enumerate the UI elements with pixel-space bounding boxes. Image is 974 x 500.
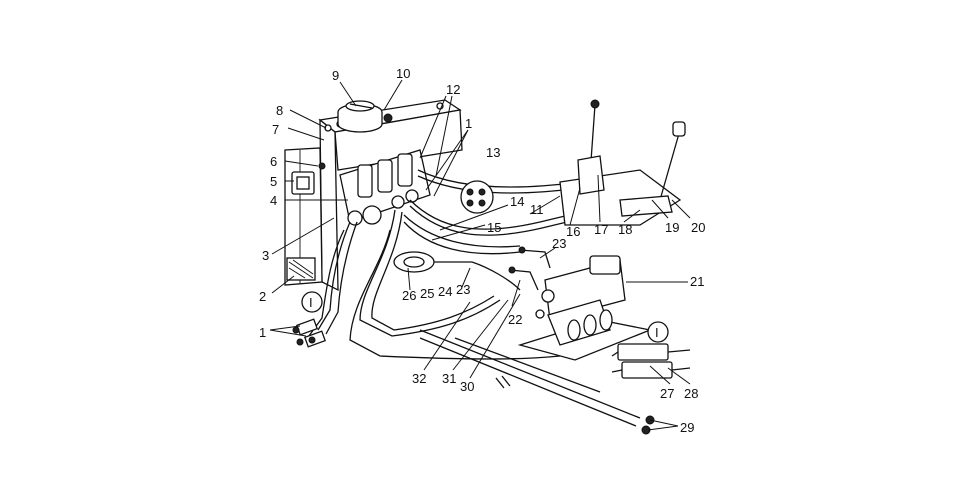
callout-30: 30 [460,379,474,394]
callout-21: 21 [690,274,704,289]
callout-25: 25 [420,286,434,301]
detail-13 [460,180,494,214]
callout-23-upper: 23 [552,236,566,251]
callout-27: 27 [660,386,674,401]
callout-29: 29 [680,420,694,435]
callout-22: 22 [508,312,522,327]
detail-I-marker-left [301,291,323,313]
callout-10: 10 [396,66,410,81]
callout-17: 17 [594,222,608,237]
callout-6: 6 [270,154,277,169]
callout-15: 15 [487,220,501,235]
callout-7: 7 [272,122,279,137]
detail-I-marker-right [647,321,669,343]
callout-19: 19 [665,220,679,235]
callout-28: 28 [684,386,698,401]
leader-lines [269,79,691,431]
callout-11: 11 [530,202,544,217]
callout-1-lower: 1 [259,325,266,340]
hoses [305,169,641,427]
control-levers [559,99,686,226]
detail-I-coupling [611,343,691,379]
callout-2: 2 [259,289,266,304]
level-gauge [286,257,316,281]
callout-12: 12 [446,82,460,97]
callout-18: 18 [618,222,632,237]
filler-cap [337,100,393,133]
callout-20: 20 [691,220,705,235]
callout-labels: 9 10 8 12 7 1 13 6 5 4 14 11 15 16 17 18… [259,66,705,435]
callout-14: 14 [510,194,524,209]
callout-3: 3 [262,248,269,263]
callout-9: 9 [332,68,339,83]
callout-24: 24 [438,284,452,299]
side-indicator [291,162,326,195]
callout-23-lower: 23 [456,282,470,297]
callout-31: 31 [442,371,456,386]
callout-5: 5 [270,174,277,189]
callout-26: 26 [402,288,416,303]
rear-lift-unit [517,255,653,361]
callout-I-left: I [309,295,313,310]
callout-4: 4 [270,193,277,208]
callout-13: 13 [486,145,500,160]
callout-1-upper: 1 [465,116,472,131]
callout-I-right: I [655,325,659,340]
control-valve-block [339,149,431,226]
callout-8: 8 [276,103,283,118]
filter-assembly [393,251,472,273]
callout-32: 32 [412,371,426,386]
callout-16: 16 [566,224,580,239]
rear-coupling-ends [495,375,655,435]
front-couplings [292,318,327,348]
